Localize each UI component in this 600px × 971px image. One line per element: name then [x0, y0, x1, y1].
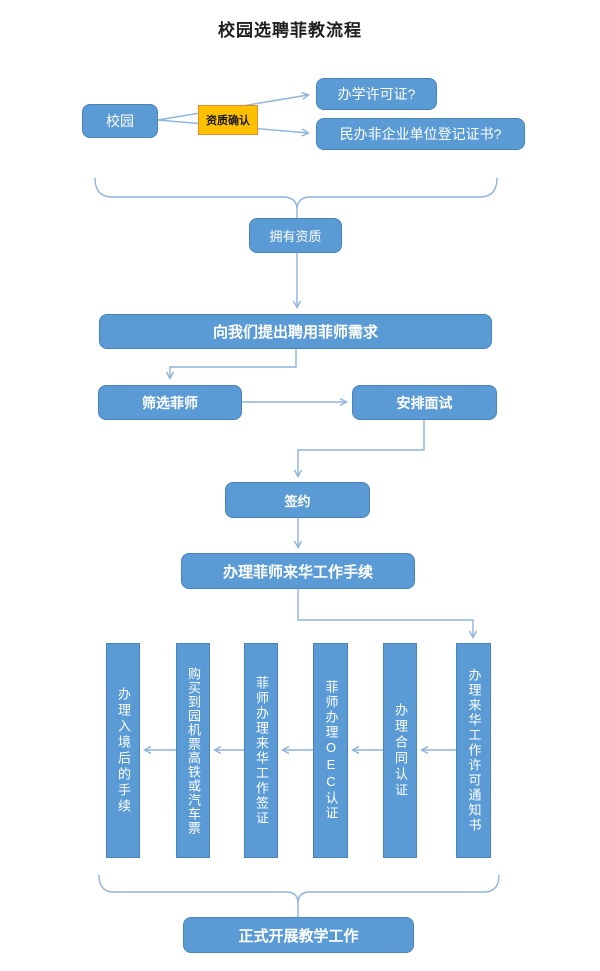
- connector-interview-to-sign: [293, 420, 425, 478]
- connector-procedures-to-step6: [297, 589, 478, 639]
- step-label: 办理来华工作许可通知书: [466, 668, 482, 833]
- node-qualification-check-label: 资质确认: [198, 105, 258, 135]
- node-screen-teachers: 筛选菲师: [98, 385, 242, 420]
- node-submit-hiring-demand: 向我们提出聘用菲师需求: [99, 314, 492, 349]
- node-arrange-interview: 安排面试: [352, 385, 497, 420]
- node-step-entry-procedures: 办理入境后的手续: [106, 643, 140, 858]
- step-label: 办理合同认证: [393, 702, 408, 799]
- step-label: 购买到园机票高铁或汽车票: [186, 666, 201, 835]
- node-step-oec-certification: 菲师办理OEC认证: [313, 643, 348, 858]
- flowchart-title: 校园选聘菲教流程: [218, 21, 362, 40]
- brace-top-right: [296, 177, 498, 209]
- node-nonprofit-certificate: 民办非企业单位登记证书?: [316, 118, 525, 150]
- brace-bottom-left: [98, 874, 299, 904]
- node-campus: 校园: [82, 104, 158, 138]
- node-start-teaching: 正式开展教学工作: [183, 917, 414, 953]
- step-label: 菲师办理OEC认证: [323, 680, 339, 821]
- node-sign-contract: 签约: [225, 482, 370, 518]
- brace-bottom-right: [297, 874, 500, 904]
- step-label: 菲师办理来华工作签证: [254, 675, 269, 826]
- node-step-buy-tickets: 购买到园机票高铁或汽车票: [176, 643, 210, 858]
- step-label: 办理入境后的手续: [116, 686, 131, 815]
- node-school-license: 办学许可证?: [316, 78, 437, 110]
- node-step-contract-authentication: 办理合同认证: [383, 643, 417, 858]
- brace-top-left: [94, 177, 298, 209]
- node-step-work-visa: 菲师办理来华工作签证: [244, 643, 278, 858]
- node-step-work-permit-notice: 办理来华工作许可通知书: [456, 643, 491, 858]
- node-has-qualification: 拥有资质: [249, 218, 342, 253]
- node-work-procedures: 办理菲师来华工作手续: [181, 553, 415, 589]
- connector-demand-to-screen: [165, 349, 297, 380]
